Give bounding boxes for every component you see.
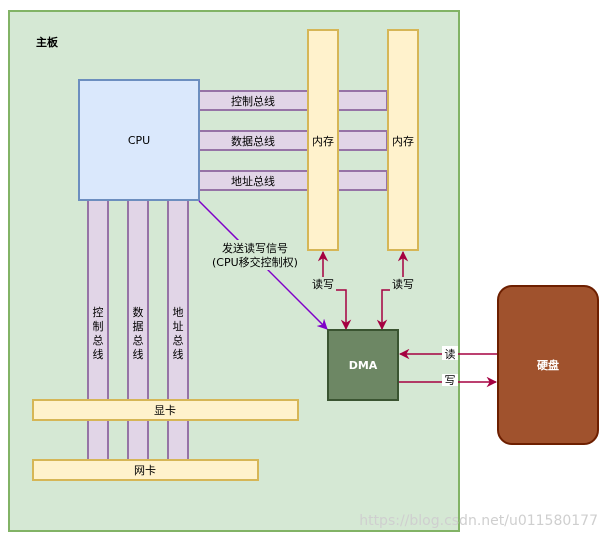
horizontal-bus-address-label: 地址总线 bbox=[231, 174, 275, 188]
cpu-box bbox=[78, 79, 200, 201]
disk-read-label-bg bbox=[442, 346, 458, 360]
motherboard-label: 主板 bbox=[36, 35, 59, 49]
watermark: https://blog.csdn.net/u011580177 bbox=[359, 513, 598, 529]
rw-label-2: 读写 bbox=[392, 277, 414, 291]
disk-read-label: 读 bbox=[445, 347, 456, 361]
vertical-bus-control-label: 控制总线 bbox=[93, 305, 104, 361]
signal-label-line1: 发送读写信号 bbox=[222, 241, 288, 255]
network-card-label: 网卡 bbox=[134, 464, 156, 477]
disk-label: 硬盘 bbox=[537, 358, 559, 372]
disk-write-label: 写 bbox=[445, 374, 456, 387]
dma-label: DMA bbox=[349, 359, 378, 372]
signal-label-line2: (CPU移交控制权) bbox=[212, 255, 298, 269]
dma-box bbox=[327, 329, 399, 401]
rw-label-1-bg bbox=[310, 277, 336, 291]
horizontal-bus-control-label: 控制总线 bbox=[231, 94, 275, 108]
network-card bbox=[32, 459, 259, 481]
memory-2-label: 内存 bbox=[392, 134, 414, 148]
vertical-bus-data-label: 数据总线 bbox=[133, 306, 144, 361]
horizontal-bus-data-label: 数据总线 bbox=[231, 134, 275, 148]
graphics-card-label: 显卡 bbox=[154, 404, 176, 417]
horizontal-bus-control bbox=[198, 90, 388, 111]
graphics-card bbox=[32, 399, 299, 421]
signal-label-bg bbox=[204, 240, 306, 270]
rw-label-1: 读写 bbox=[312, 277, 334, 291]
memory-1-label: 内存 bbox=[312, 134, 334, 148]
memory-1 bbox=[307, 29, 339, 251]
rw-label-2-bg bbox=[390, 277, 416, 291]
memory-2 bbox=[387, 29, 419, 251]
vertical-bus-address-label: 地址总线 bbox=[173, 306, 184, 361]
disk-write-label-bg bbox=[442, 374, 458, 386]
horizontal-bus-address bbox=[198, 170, 388, 191]
cpu-label: CPU bbox=[128, 134, 150, 147]
horizontal-bus-data bbox=[198, 130, 388, 151]
disk-box bbox=[497, 285, 599, 445]
